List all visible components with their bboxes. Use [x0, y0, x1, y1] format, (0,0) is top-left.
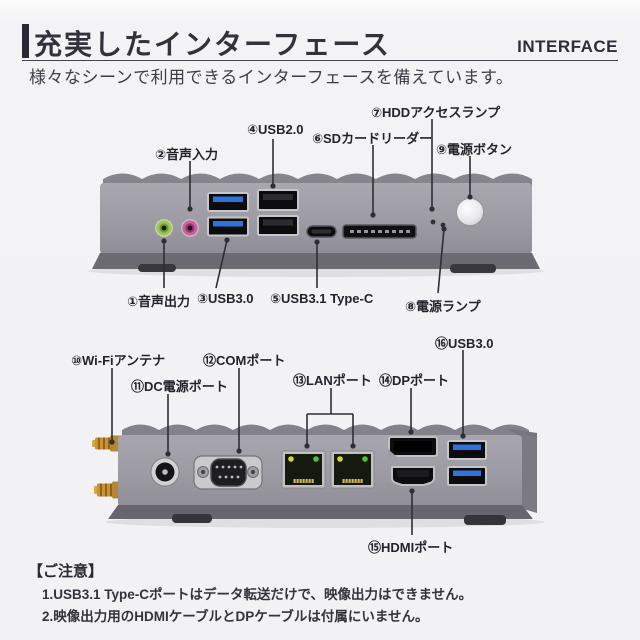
wifi-antenna-icon — [92, 435, 122, 452]
callout-dots — [109, 183, 473, 494]
callout-label-usb2: ④USB2.0 — [247, 122, 304, 137]
front-foot-right — [450, 264, 496, 273]
front-foot-left — [138, 264, 176, 272]
callout-label-audio-in: ②音声入力 — [155, 147, 219, 162]
front-bottom-bevel — [92, 253, 540, 269]
callout-label-hdmi-port: ⑮HDMIポート — [368, 540, 454, 555]
lan-port-icon — [281, 450, 326, 489]
hdmi-port-icon — [391, 466, 435, 486]
back-foot-right — [464, 515, 506, 525]
audio-in-jack-icon — [181, 219, 199, 237]
power-button-icon — [456, 198, 484, 226]
mini-pc-back-view — [92, 424, 545, 528]
callout-label-usb-c: ⑤USB3.1 Type-C — [270, 291, 374, 306]
sd-card-slot-icon — [342, 224, 417, 239]
title-divider — [22, 60, 618, 61]
note-item-2: 2.映像出力用のHDMIケーブルとDPケーブルは付属にいません。 — [42, 609, 429, 624]
power-led-icon — [440, 222, 446, 228]
usb-c-port-icon — [306, 225, 337, 238]
dp-port-icon — [388, 436, 438, 457]
title-accent-bar — [22, 24, 29, 58]
callout-lines — [111, 119, 471, 535]
audio-out-jack-icon — [155, 219, 173, 237]
com-port-icon — [193, 455, 263, 490]
callout-label-audio-out: ①音声出力 — [127, 294, 191, 309]
hdd-led-icon — [430, 219, 436, 225]
back-foot-left — [172, 514, 212, 523]
callout-label-usb3-back: ⑯USB3.0 — [435, 336, 494, 351]
callout-label-sd-reader: ⑥SDカードリーダー — [312, 131, 433, 146]
callout-label-dp-port: ⑭DPポート — [379, 373, 450, 388]
usb3-ports-back-icon — [447, 440, 487, 486]
callout-label-lan-port: ⑬LANポート — [293, 373, 372, 388]
callout-label-com-port: ⑫COMポート — [203, 353, 286, 368]
callout-label-power-button: ⑨電源ボタン — [436, 142, 513, 157]
page-subtitle: 様々なシーンで利用できるインターフェースを備えています。 — [29, 68, 514, 87]
notes-heading: 【ご注意】 — [28, 563, 104, 580]
note-item-1: 1.USB3.1 Type-Cポートはデータ転送だけで、映像出力はできません。 — [42, 587, 473, 602]
callout-label-hdd-lamp: ⑦HDDアクセスランプ — [371, 105, 501, 120]
callout-label-usb3-front: ③USB3.0 — [197, 291, 254, 306]
callout-label-dc-power: ⑪DC電源ポート — [131, 379, 228, 394]
usb2-ports-icon — [257, 189, 299, 236]
back-side-panel — [520, 433, 537, 513]
dc-jack-icon — [150, 457, 180, 487]
mini-pc-front-view — [88, 173, 544, 277]
back-bottom-bevel — [108, 505, 533, 519]
callout-label-power-lamp: ⑧電源ランプ — [405, 299, 481, 314]
lan-port-icon — [330, 450, 375, 489]
page-title: 充実したインターフェース — [34, 29, 391, 60]
usb3-ports-front-icon — [207, 192, 249, 237]
page-title-english: INTERFACE — [517, 37, 618, 56]
callout-label-wifi-antenna: ⑩Wi-Fiアンテナ — [71, 353, 166, 368]
